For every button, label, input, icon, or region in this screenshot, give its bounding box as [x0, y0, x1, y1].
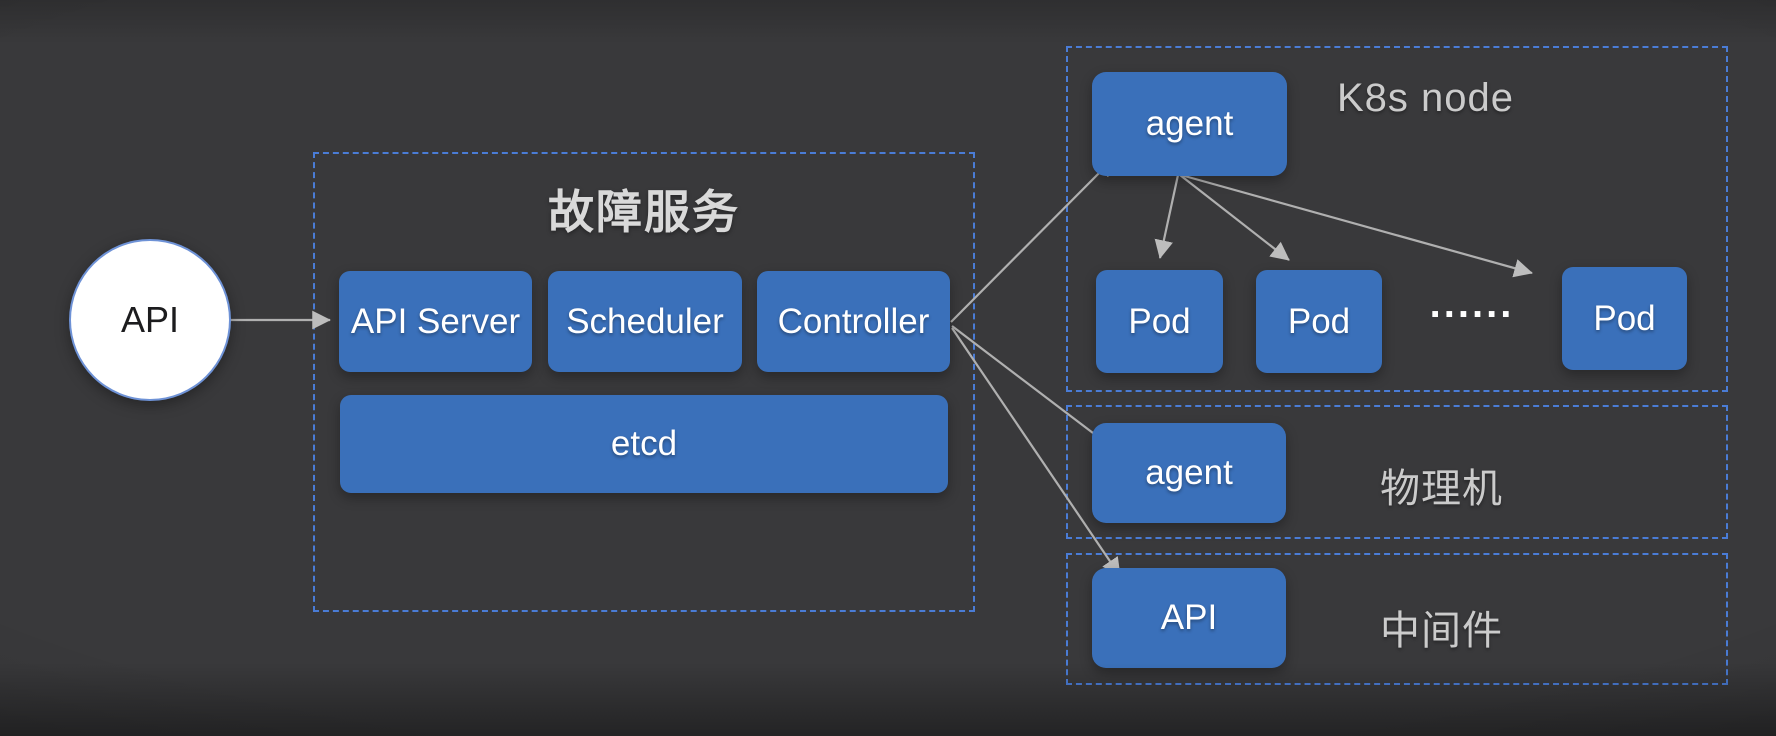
pod-label-3: Pod — [1593, 298, 1656, 338]
pod-label-2: Pod — [1287, 301, 1351, 341]
scheduler-label: Scheduler — [566, 301, 724, 341]
physical-agent-label: agent — [1145, 453, 1233, 492]
k8s-node-title: K8s node — [1337, 76, 1515, 120]
pod-box-3: Pod — [1562, 267, 1687, 370]
controller-box: Controller — [757, 271, 950, 372]
middleware-api-box: API — [1092, 568, 1286, 668]
k8s-node-group — [1066, 46, 1728, 392]
physical-machine-group — [1066, 405, 1728, 539]
k8s-agent-box: agent — [1092, 72, 1287, 176]
etcd-label: etcd — [610, 424, 678, 463]
controller-label: Controller — [777, 301, 930, 341]
fault-service-group: 故障服务 — [313, 152, 975, 612]
pod-label-1: Pod — [1128, 301, 1191, 341]
physical-agent-box: agent — [1092, 423, 1286, 523]
pods-ellipsis: ...... — [1429, 282, 1515, 326]
middleware-api-label: API — [1160, 598, 1218, 637]
k8s-agent-label: agent — [1145, 104, 1234, 143]
arrow-agent-to-pod-2 — [1179, 174, 1290, 261]
fault-service-title: 故障服务 — [548, 186, 740, 238]
arrow-controller-to-physical-agent — [951, 325, 1119, 453]
arrow-agent-to-pod-3 — [1180, 173, 1533, 278]
api-server-label: API Server — [350, 301, 521, 341]
pod-box-1: Pod — [1096, 270, 1223, 373]
etcd-box: etcd — [340, 395, 948, 493]
physical-machine-title: 物理机 — [1380, 467, 1503, 511]
scheduler-box: Scheduler — [548, 271, 742, 372]
middleware-title: 中间件 — [1380, 609, 1503, 653]
api-circle-label: API — [120, 299, 180, 340]
arrow-controller-to-middleware-api — [951, 327, 1121, 577]
api-server-box: API Server — [339, 271, 532, 372]
middleware-group — [1066, 553, 1728, 685]
api-client-circle: API — [69, 239, 231, 401]
arrow-agent-to-pod-1 — [1154, 174, 1180, 259]
pod-box-2: Pod — [1256, 270, 1382, 373]
arrow-controller-to-k8s-agent — [950, 157, 1115, 323]
